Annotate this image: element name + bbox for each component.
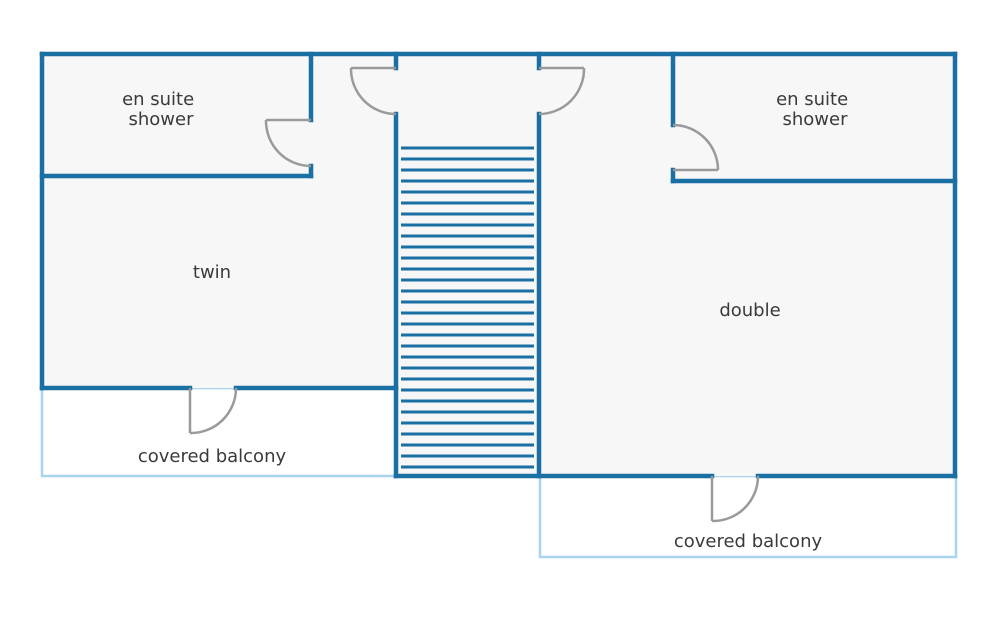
room-labels: en suite shower twin en suite shower dou… <box>122 89 854 552</box>
door-swing-arc <box>264 119 312 168</box>
door-balcony-right[interactable] <box>710 475 760 523</box>
label-line: shower <box>129 109 195 130</box>
label-line: en suite <box>122 89 194 110</box>
walls <box>39 51 958 479</box>
label-balcony-left: covered balcony <box>138 446 287 467</box>
door-swing-arc <box>711 475 760 523</box>
door-ensuite-left[interactable] <box>264 118 312 168</box>
label-balcony-right: covered balcony <box>674 531 823 552</box>
floor-fill <box>42 54 954 476</box>
label-ensuite-right: en suite shower <box>776 89 854 130</box>
door-swing-arc <box>349 67 397 116</box>
label-twin: twin <box>193 262 231 283</box>
door-balcony-left[interactable] <box>188 387 238 435</box>
label-line: en suite <box>776 89 848 110</box>
door-swing-arc <box>189 387 238 435</box>
door-swing-arc <box>672 123 720 171</box>
door-stair-right[interactable] <box>538 66 586 116</box>
staircase <box>401 146 534 469</box>
label-ensuite-left: en suite shower <box>122 89 200 130</box>
balcony-left-area <box>40 386 398 478</box>
balcony-right-area <box>538 474 958 559</box>
door-swing-arc <box>538 67 586 116</box>
label-line: shower <box>783 109 849 130</box>
door-stair-left[interactable] <box>349 66 397 116</box>
doors <box>188 66 760 523</box>
door-ensuite-right[interactable] <box>672 123 720 172</box>
label-double: double <box>719 300 780 321</box>
